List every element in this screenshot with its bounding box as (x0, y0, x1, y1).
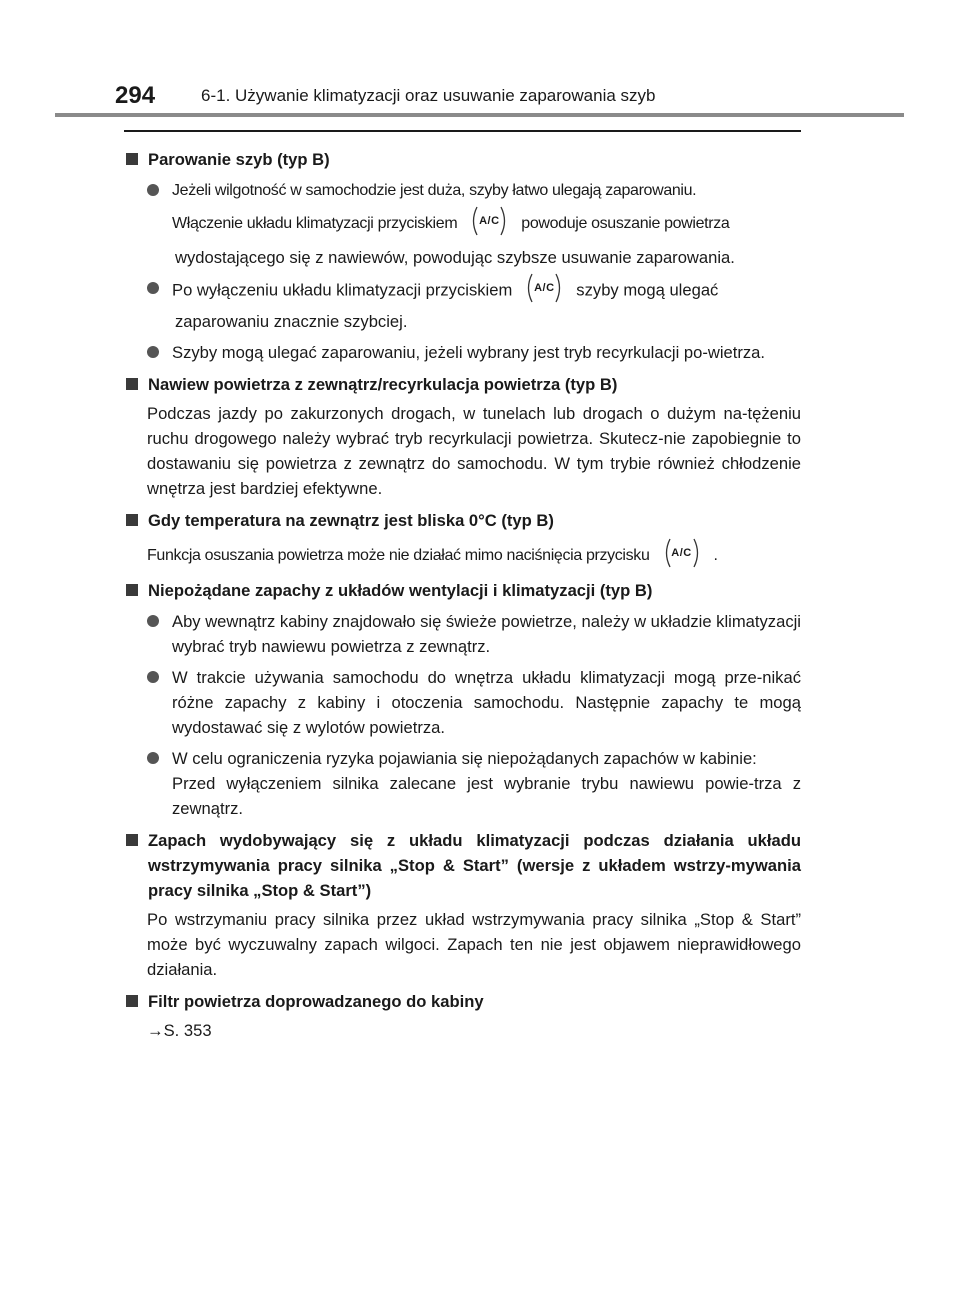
page-content: Parowanie szyb (typ B) Jeżeli wilgotność… (126, 140, 801, 1043)
ac-button-icon: A/C (658, 535, 706, 571)
section-heading-temperatura: Gdy temperatura na zewnątrz jest bliska … (126, 508, 801, 533)
bullet-item: Jeżeli wilgotność w samochodzie jest duż… (126, 178, 801, 270)
circle-bullet-icon (147, 671, 159, 683)
section-heading-stop-start: Zapach wydobywający się z układu klimaty… (126, 828, 801, 903)
page-number: 294 (115, 82, 156, 109)
content-rule (124, 130, 801, 132)
section-title: 6-1. Używanie klimatyzacji oraz usuwanie… (201, 86, 656, 105)
circle-bullet-icon (147, 282, 159, 294)
ac-button-icon: A/C (520, 270, 568, 306)
section-heading-zapachy: Niepożądane zapachy z układów wentylacji… (126, 578, 801, 603)
square-bullet-icon (126, 153, 138, 165)
header-rule (55, 113, 904, 117)
bullet-item: W celu ograniczenia ryzyka pojawiania si… (126, 746, 801, 821)
circle-bullet-icon (147, 184, 159, 196)
circle-bullet-icon (147, 615, 159, 627)
square-bullet-icon (126, 995, 138, 1007)
bullet-item: Aby wewnątrz kabiny znajdowało się śwież… (126, 609, 801, 659)
page-header: 294 6-1. Używanie klimatyzacji oraz usuw… (0, 76, 960, 116)
bullet-item: Po wyłączeniu układu klimatyzacji przyci… (126, 273, 801, 334)
square-bullet-icon (126, 514, 138, 526)
square-bullet-icon (126, 584, 138, 596)
paragraph: Podczas jazdy po zakurzonych drogach, w … (147, 404, 801, 498)
section-heading-nawiew: Nawiew powietrza z zewnątrz/recyrkulacja… (126, 372, 801, 397)
section-heading-parowanie: Parowanie szyb (typ B) (126, 147, 801, 172)
bullet-item: Szyby mogą ulegać zaparowaniu, jeżeli wy… (126, 340, 801, 365)
section-heading-filtr: Filtr powietrza doprowadzanego do kabiny (126, 989, 801, 1014)
bullet-item: W trakcie używania samochodu do wnętrza … (126, 665, 801, 740)
circle-bullet-icon (147, 346, 159, 358)
paragraph: Funkcja osuszania powietrza może nie dzi… (126, 538, 801, 571)
page-reference-link[interactable]: →S. 353 (147, 1021, 212, 1040)
circle-bullet-icon (147, 752, 159, 764)
square-bullet-icon (126, 834, 138, 846)
ac-button-icon: A/C (465, 203, 513, 239)
paragraph: Po wstrzymaniu pracy silnika przez układ… (147, 910, 801, 979)
square-bullet-icon (126, 378, 138, 390)
